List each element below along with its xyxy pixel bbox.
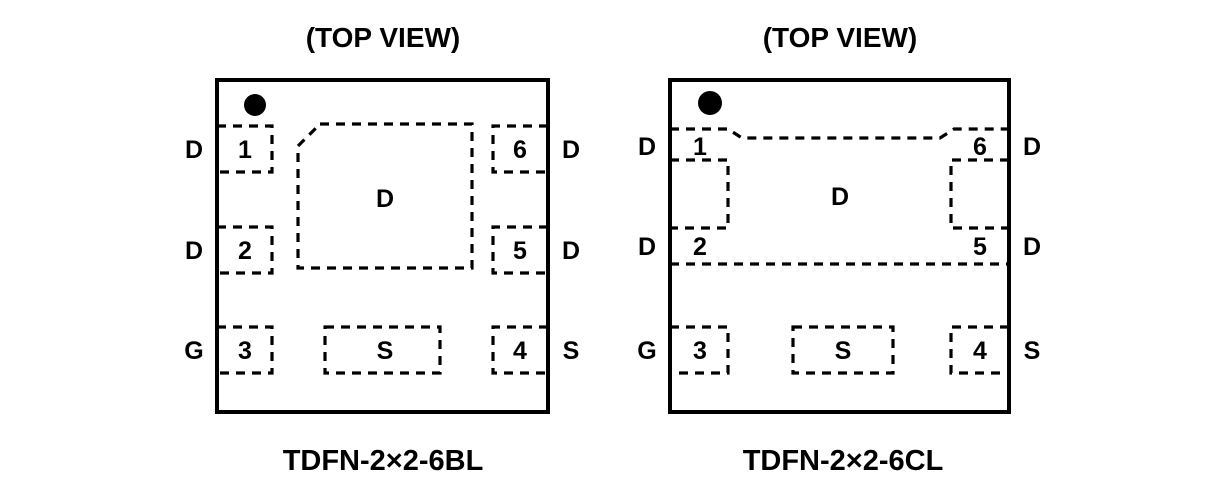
pin-number-4-right: 4 <box>973 337 987 365</box>
pin-pad-2-left <box>217 225 274 275</box>
pin-number-1-right: 1 <box>693 133 707 161</box>
top-view-label-left: (TOP VIEW) <box>306 22 461 53</box>
pin-number-2-right: 2 <box>693 233 707 261</box>
center-drain-pad-left <box>296 122 474 270</box>
center-source-pad-label-left: S <box>377 337 394 365</box>
pin-number-5-right: 5 <box>973 233 987 261</box>
pin-pad-3-left <box>217 325 274 375</box>
center-source-pad-label-right: S <box>835 337 852 365</box>
pin-pad-4-left <box>491 325 548 375</box>
signal-label-right-pkg-left-1: D <box>638 133 656 161</box>
signal-label-right-5: D <box>562 237 580 265</box>
signal-label-right-pkg-right-5: D <box>1023 233 1041 261</box>
signal-label-right-6: D <box>562 136 580 164</box>
pin-pad-1-left <box>217 124 274 174</box>
signal-label-right-pkg-left-3: G <box>637 337 656 365</box>
signal-label-left-2: D <box>185 237 203 265</box>
pin1-dot-marker-left <box>244 94 266 116</box>
pin-number-3-right: 3 <box>693 337 707 365</box>
signal-label-left-3: G <box>184 337 203 365</box>
pin-number-4-left: 4 <box>513 337 527 365</box>
pin-number-5-left: 5 <box>513 237 527 265</box>
pin-pad-3-right <box>670 325 730 375</box>
pin-pad-5-left <box>491 225 548 275</box>
signal-label-left-1: D <box>185 136 203 164</box>
pin1-dot-marker-right <box>698 91 722 115</box>
pin-number-6-right: 6 <box>973 133 987 161</box>
top-view-label-right: (TOP VIEW) <box>763 22 918 53</box>
package-caption-right: TDFN-2×2-6CL <box>743 445 944 477</box>
center-drain-pad-label-left: D <box>376 185 394 213</box>
pin-number-2-left: 2 <box>238 237 252 265</box>
pin-number-1-left: 1 <box>238 136 252 164</box>
pin-pad-6-left <box>491 124 548 174</box>
signal-label-right-4: S <box>563 337 580 365</box>
center-source-pad-right <box>791 325 895 375</box>
package-caption-left: TDFN-2×2-6BL <box>283 445 484 477</box>
signal-label-right-pkg-left-2: D <box>638 233 656 261</box>
pin-number-6-left: 6 <box>513 136 527 164</box>
pin-pad-4-right <box>949 325 1009 375</box>
center-drain-pad-label-right: D <box>831 183 849 211</box>
pin-number-3-left: 3 <box>238 337 252 365</box>
signal-label-right-pkg-right-6: D <box>1023 133 1041 161</box>
signal-label-right-pkg-right-4: S <box>1024 337 1041 365</box>
merged-drain-pad-top-edge-right <box>670 127 1009 140</box>
